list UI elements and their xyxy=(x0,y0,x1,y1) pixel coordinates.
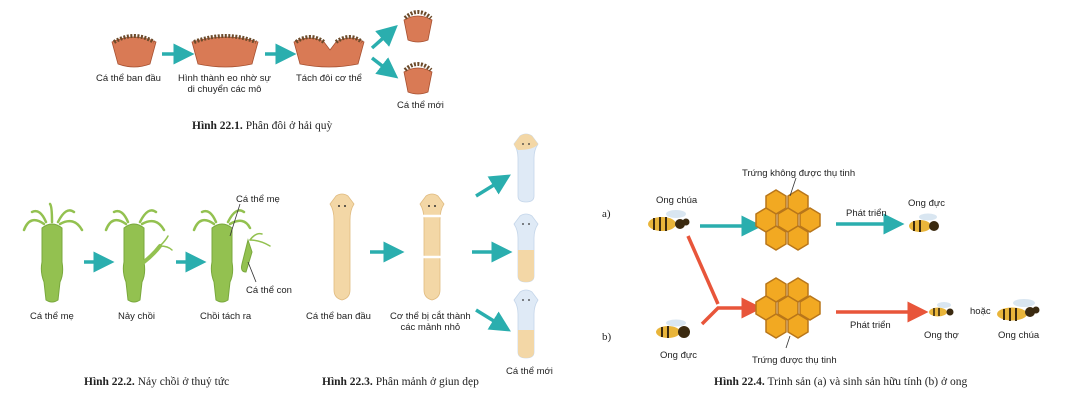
caption-fig-22-4-number: Hình 22.4. xyxy=(714,376,765,388)
anemone-splitting xyxy=(293,35,365,68)
caption-fig-22-4-text: Trinh sản (a) và sinh sản hữu tính (b) ở… xyxy=(767,376,968,388)
arrow-3-2a xyxy=(475,174,511,198)
pointer-mother xyxy=(229,203,241,237)
caption-fig-22-3-text: Phân mảnh ở giun dẹp xyxy=(375,376,479,388)
label-planaria-cut-line1: Cơ thể bị cắt thành xyxy=(390,311,471,322)
arrow-1-3a xyxy=(370,25,398,50)
hydra-detach xyxy=(192,209,271,303)
label-bee-queen-b: Ong chúa xyxy=(998,330,1040,341)
planaria-new-2 xyxy=(513,213,539,283)
label-unfertilized-eggs: Trứng không được thụ tinh xyxy=(742,168,856,179)
planaria-initial xyxy=(329,193,355,301)
label-planaria-initial: Cá thể ban đầu xyxy=(306,311,371,322)
caption-fig-22-3-number: Hình 22.3. xyxy=(322,376,373,388)
arrow-4b-merge xyxy=(700,297,763,326)
caption-fig-22-2-text: Nảy chồi ở thuỷ tức xyxy=(137,376,230,388)
honeycomb-b xyxy=(755,277,821,339)
label-bee-queen-a: Ong chúa xyxy=(656,195,698,206)
label-planaria-cut: Cơ thể bị cắt thành các mảnh nhỏ xyxy=(390,311,471,333)
hydra-budding xyxy=(104,209,173,303)
label-planaria-new: Cá thể mới xyxy=(506,366,553,377)
pointer-fertilized xyxy=(785,335,791,349)
pointer-child xyxy=(247,261,257,283)
label-or: hoặc xyxy=(970,306,991,317)
pointer-unfertilized xyxy=(789,177,797,197)
label-anemone-new: Cá thể mới xyxy=(397,100,444,111)
label-hydra-budding: Nảy chồi xyxy=(118,311,155,322)
anemone-initial xyxy=(111,34,157,68)
bee-queen-b xyxy=(997,299,1040,321)
label-hydra-detach: Chồi tách ra xyxy=(200,311,252,322)
label-anemone-groove-line1: Hình thành eo nhờ sự xyxy=(178,73,271,84)
caption-fig-22-3: Hình 22.3. Phân mảnh ở giun dẹp xyxy=(322,376,479,388)
planaria-new-1 xyxy=(513,133,539,203)
caption-fig-22-2-number: Hình 22.2. xyxy=(84,376,135,388)
anemone-groove xyxy=(191,34,259,68)
bee-worker xyxy=(929,302,954,317)
label-anemone-groove: Hình thành eo nhờ sự di chuyển các mô xyxy=(178,73,271,95)
label-hydra-mother-pointer: Cá thể mẹ xyxy=(236,194,280,205)
caption-fig-22-1-text: Phân đôi ở hải quỳ xyxy=(245,120,333,132)
bee-drone-a xyxy=(909,213,939,232)
label-part-b: b) xyxy=(602,331,612,343)
label-develop-a: Phát triển xyxy=(846,208,887,219)
caption-fig-22-2: Hình 22.2. Nảy chồi ở thuỷ tức xyxy=(84,376,229,388)
label-hydra-child-pointer: Cá thể con xyxy=(246,285,292,296)
label-anemone-split: Tách đôi cơ thể xyxy=(296,73,362,84)
caption-fig-22-1: Hình 22.1. Phân đôi ở hải quỳ xyxy=(192,120,332,132)
planaria-cut xyxy=(419,193,445,301)
label-develop-b: Phát triển xyxy=(850,320,891,331)
label-anemone-initial: Cá thể ban đầu xyxy=(96,73,161,84)
arrow-3-2c xyxy=(475,308,511,332)
caption-fig-22-4: Hình 22.4. Trinh sản (a) và sinh sản hữu… xyxy=(714,376,967,388)
bee-queen-a xyxy=(648,210,690,231)
label-part-a: a) xyxy=(602,208,611,220)
honeycomb-a xyxy=(755,189,821,251)
bee-male-b xyxy=(656,319,690,338)
arrow-1-3b xyxy=(370,56,399,79)
hydra-mother xyxy=(22,202,84,303)
anemone-new-2 xyxy=(403,62,433,95)
label-bee-male-b: Ong đực xyxy=(660,350,697,361)
label-hydra-mother: Cá thể mẹ xyxy=(30,311,74,322)
label-bee-worker: Ong thợ xyxy=(924,330,959,341)
label-fertilized-eggs: Trứng được thụ tinh xyxy=(752,355,837,366)
label-planaria-cut-line2: các mảnh nhỏ xyxy=(400,322,461,333)
planaria-new-3 xyxy=(513,289,539,359)
label-anemone-groove-line2: di chuyển các mô xyxy=(187,84,262,95)
caption-fig-22-1-number: Hình 22.1. xyxy=(192,120,243,132)
label-bee-drone: Ong đực xyxy=(908,198,945,209)
arrow-4b-queen xyxy=(686,235,720,305)
anemone-new-1 xyxy=(403,10,433,43)
